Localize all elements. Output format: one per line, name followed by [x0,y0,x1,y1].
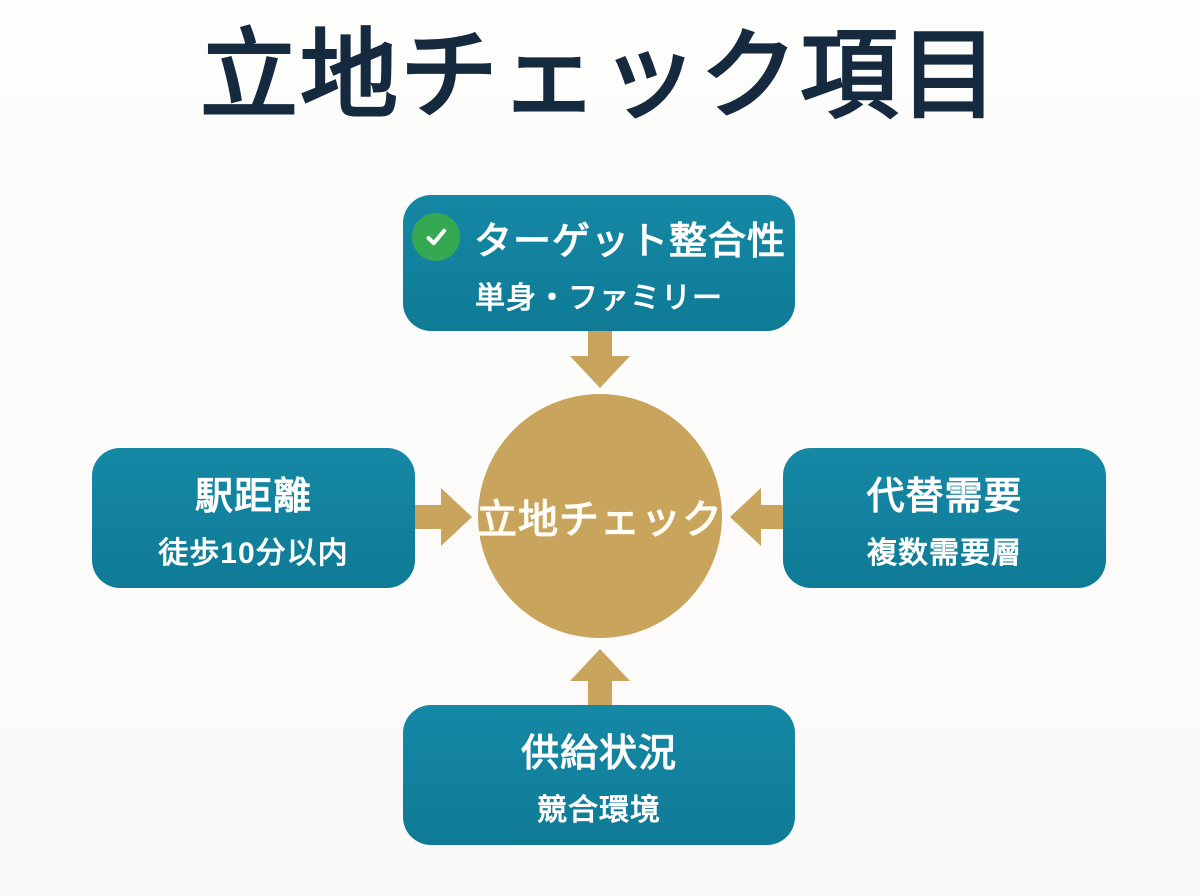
node-station-distance: 駅距離 徒歩10分以内 [92,448,415,588]
arrow-up-icon [570,649,630,709]
arrow-right-icon [410,488,472,546]
node-supply-status-title: 供給状況 [520,732,677,775]
check-circle-icon [411,213,460,261]
node-alternative-demand-title: 代替需要 [866,475,1023,518]
node-supply-status: 供給状況 競合環境 [403,705,795,845]
node-alternative-demand: 代替需要 複数需要層 [783,448,1106,588]
center-label: 立地チェック [477,498,723,542]
page-title: 立地チェック項目 [199,20,1000,130]
arrow-left-icon [730,488,792,546]
node-target-fit: ターゲット整合性 単身・ファミリー [403,195,795,331]
node-supply-status-subtitle: 競合環境 [537,793,661,827]
center-circle: 立地チェック [477,394,723,638]
node-alternative-demand-subtitle: 複数需要層 [867,536,1022,570]
arrow-down-icon [570,328,630,388]
node-target-fit-subtitle: 単身・ファミリー [475,281,723,315]
node-station-distance-subtitle: 徒歩10分以内 [158,536,349,570]
node-target-fit-title: ターゲット整合性 [473,220,786,263]
node-station-distance-title: 駅距離 [194,475,312,518]
